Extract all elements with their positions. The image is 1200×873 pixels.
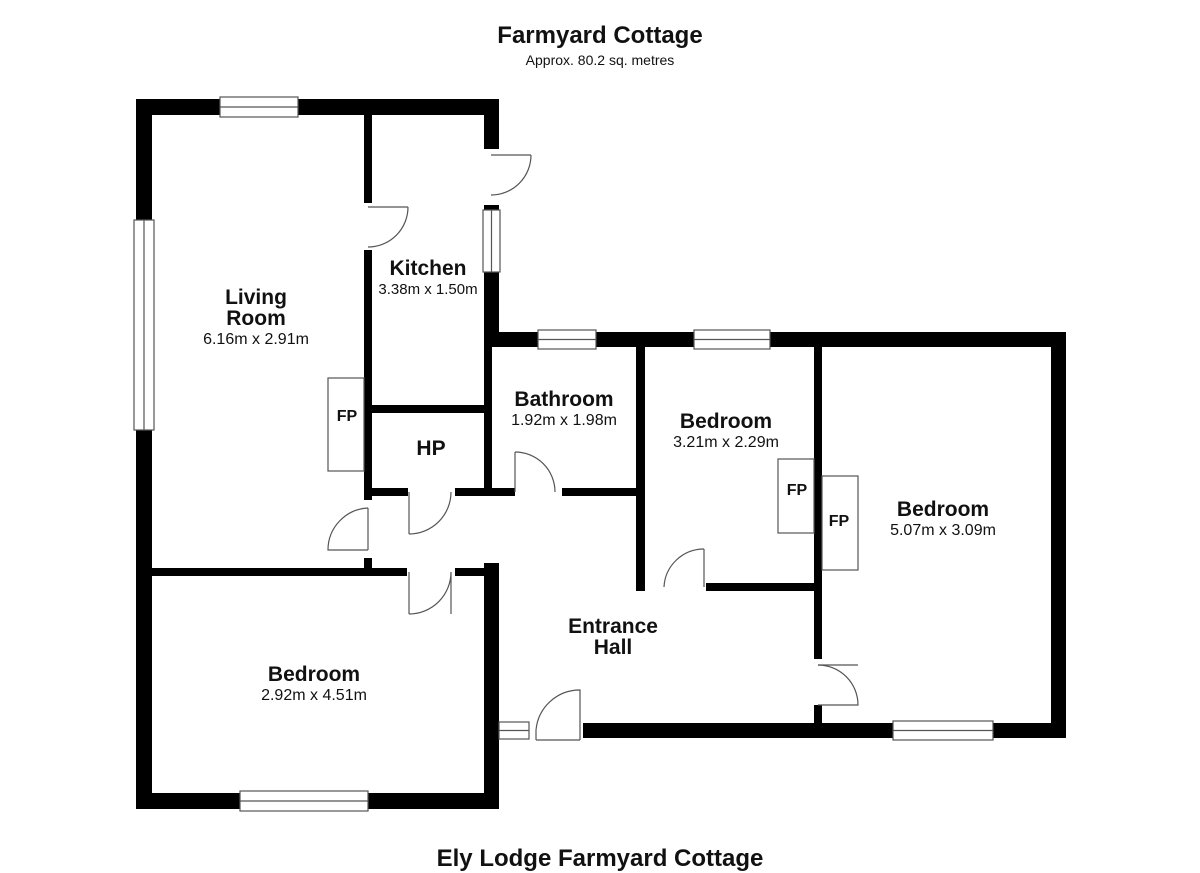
wall-kitchen-right-upper xyxy=(484,99,499,149)
window-bedroom-left xyxy=(239,790,369,812)
room-bathroom: Bathroom 1.92m x 1.98m xyxy=(511,389,617,429)
wall-bath-left xyxy=(484,347,492,496)
wall-living-kitchen-lower xyxy=(364,250,372,500)
room-bedroom-left-name: Bedroom xyxy=(267,663,361,686)
plan-title: Farmyard Cottage xyxy=(497,22,703,49)
room-bathroom-name: Bathroom xyxy=(514,388,614,411)
wall-left xyxy=(136,99,152,809)
label-hp: HP xyxy=(416,437,446,460)
wall-hp-bottom-left xyxy=(364,488,408,496)
window-living-top xyxy=(219,96,299,118)
fireplace-bedroom-mid xyxy=(777,458,815,534)
wall-kitchen-hp xyxy=(364,405,489,413)
label-fp-bedroom-right: FP xyxy=(828,513,850,530)
door-bedroom-left xyxy=(408,571,452,615)
window-entrance-side xyxy=(498,721,530,740)
room-living-name-2: Room xyxy=(226,307,286,330)
room-bedroom-right-dims: 5.07m x 3.09m xyxy=(890,522,996,539)
door-front xyxy=(535,689,581,741)
wall-bedroom-hall-stub xyxy=(455,568,495,576)
wall-bedroom-left-right xyxy=(484,563,499,809)
wall-top-right xyxy=(484,332,1066,347)
door-bathroom xyxy=(514,451,556,493)
door-bedroom-mid xyxy=(663,548,705,588)
door-living-hall xyxy=(327,507,369,551)
wall-bedright-lower xyxy=(814,705,822,725)
door-bedroom-right xyxy=(817,664,859,706)
fireplaces xyxy=(327,377,859,571)
window-bedroom-mid xyxy=(693,329,771,350)
wall-bedmid-bottom xyxy=(706,583,822,591)
fireplace-bedroom-right xyxy=(821,475,859,571)
wall-living-bedroom xyxy=(152,568,407,576)
window-living-left xyxy=(133,219,155,431)
room-bedroom-left: Bedroom 2.92m x 4.51m xyxy=(261,664,367,704)
window-bedroom-right xyxy=(892,720,994,741)
wall-right xyxy=(1051,332,1066,738)
label-fp-living: FP xyxy=(336,408,358,425)
wall-bath-bedroom xyxy=(636,347,645,591)
room-kitchen: Kitchen 3.38m x 1.50m xyxy=(378,258,477,297)
room-living-name-1: Living xyxy=(225,286,287,309)
wall-top-left xyxy=(136,99,499,115)
room-bedroom-right: Bedroom 5.07m x 3.09m xyxy=(890,499,996,539)
room-bedroom-mid-name: Bedroom xyxy=(679,410,773,433)
room-bedroom-mid-dims: 3.21m x 2.29m xyxy=(673,434,779,451)
room-kitchen-dims: 3.38m x 1.50m xyxy=(378,281,478,298)
window-bathroom xyxy=(537,329,597,350)
room-hall-name-2: Hall xyxy=(593,636,633,659)
doors xyxy=(327,154,859,741)
wall-living-bedroom-stub xyxy=(364,558,372,576)
room-bedroom-left-dims: 2.92m x 4.51m xyxy=(261,687,367,704)
wall-living-kitchen-upper xyxy=(364,115,372,203)
room-kitchen-name: Kitchen xyxy=(389,257,467,280)
fireplace-living xyxy=(327,377,365,472)
label-fp-bedroom-mid: FP xyxy=(786,482,808,499)
room-hall-name-1: Entrance xyxy=(568,615,658,638)
room-hall: Entrance Hall xyxy=(568,616,658,658)
wall-bath-bottom xyxy=(562,488,644,496)
windows xyxy=(133,96,994,812)
door-kitchen-external xyxy=(490,154,532,196)
plan-area: Approx. 80.2 sq. metres xyxy=(525,52,675,68)
room-bedroom-right-name: Bedroom xyxy=(896,498,990,521)
room-living: Living Room 6.16m x 2.91m xyxy=(203,287,309,348)
window-kitchen xyxy=(482,209,501,273)
wall-bedmid-bedright xyxy=(814,347,822,659)
room-bedroom-mid: Bedroom 3.21m x 2.29m xyxy=(673,411,779,451)
room-bathroom-dims: 1.92m x 1.98m xyxy=(511,412,617,429)
door-living-kitchen xyxy=(367,206,409,248)
door-hp xyxy=(408,491,452,535)
plan-caption: Ely Lodge Farmyard Cottage xyxy=(436,845,764,872)
room-living-dims: 6.16m x 2.91m xyxy=(203,331,309,348)
